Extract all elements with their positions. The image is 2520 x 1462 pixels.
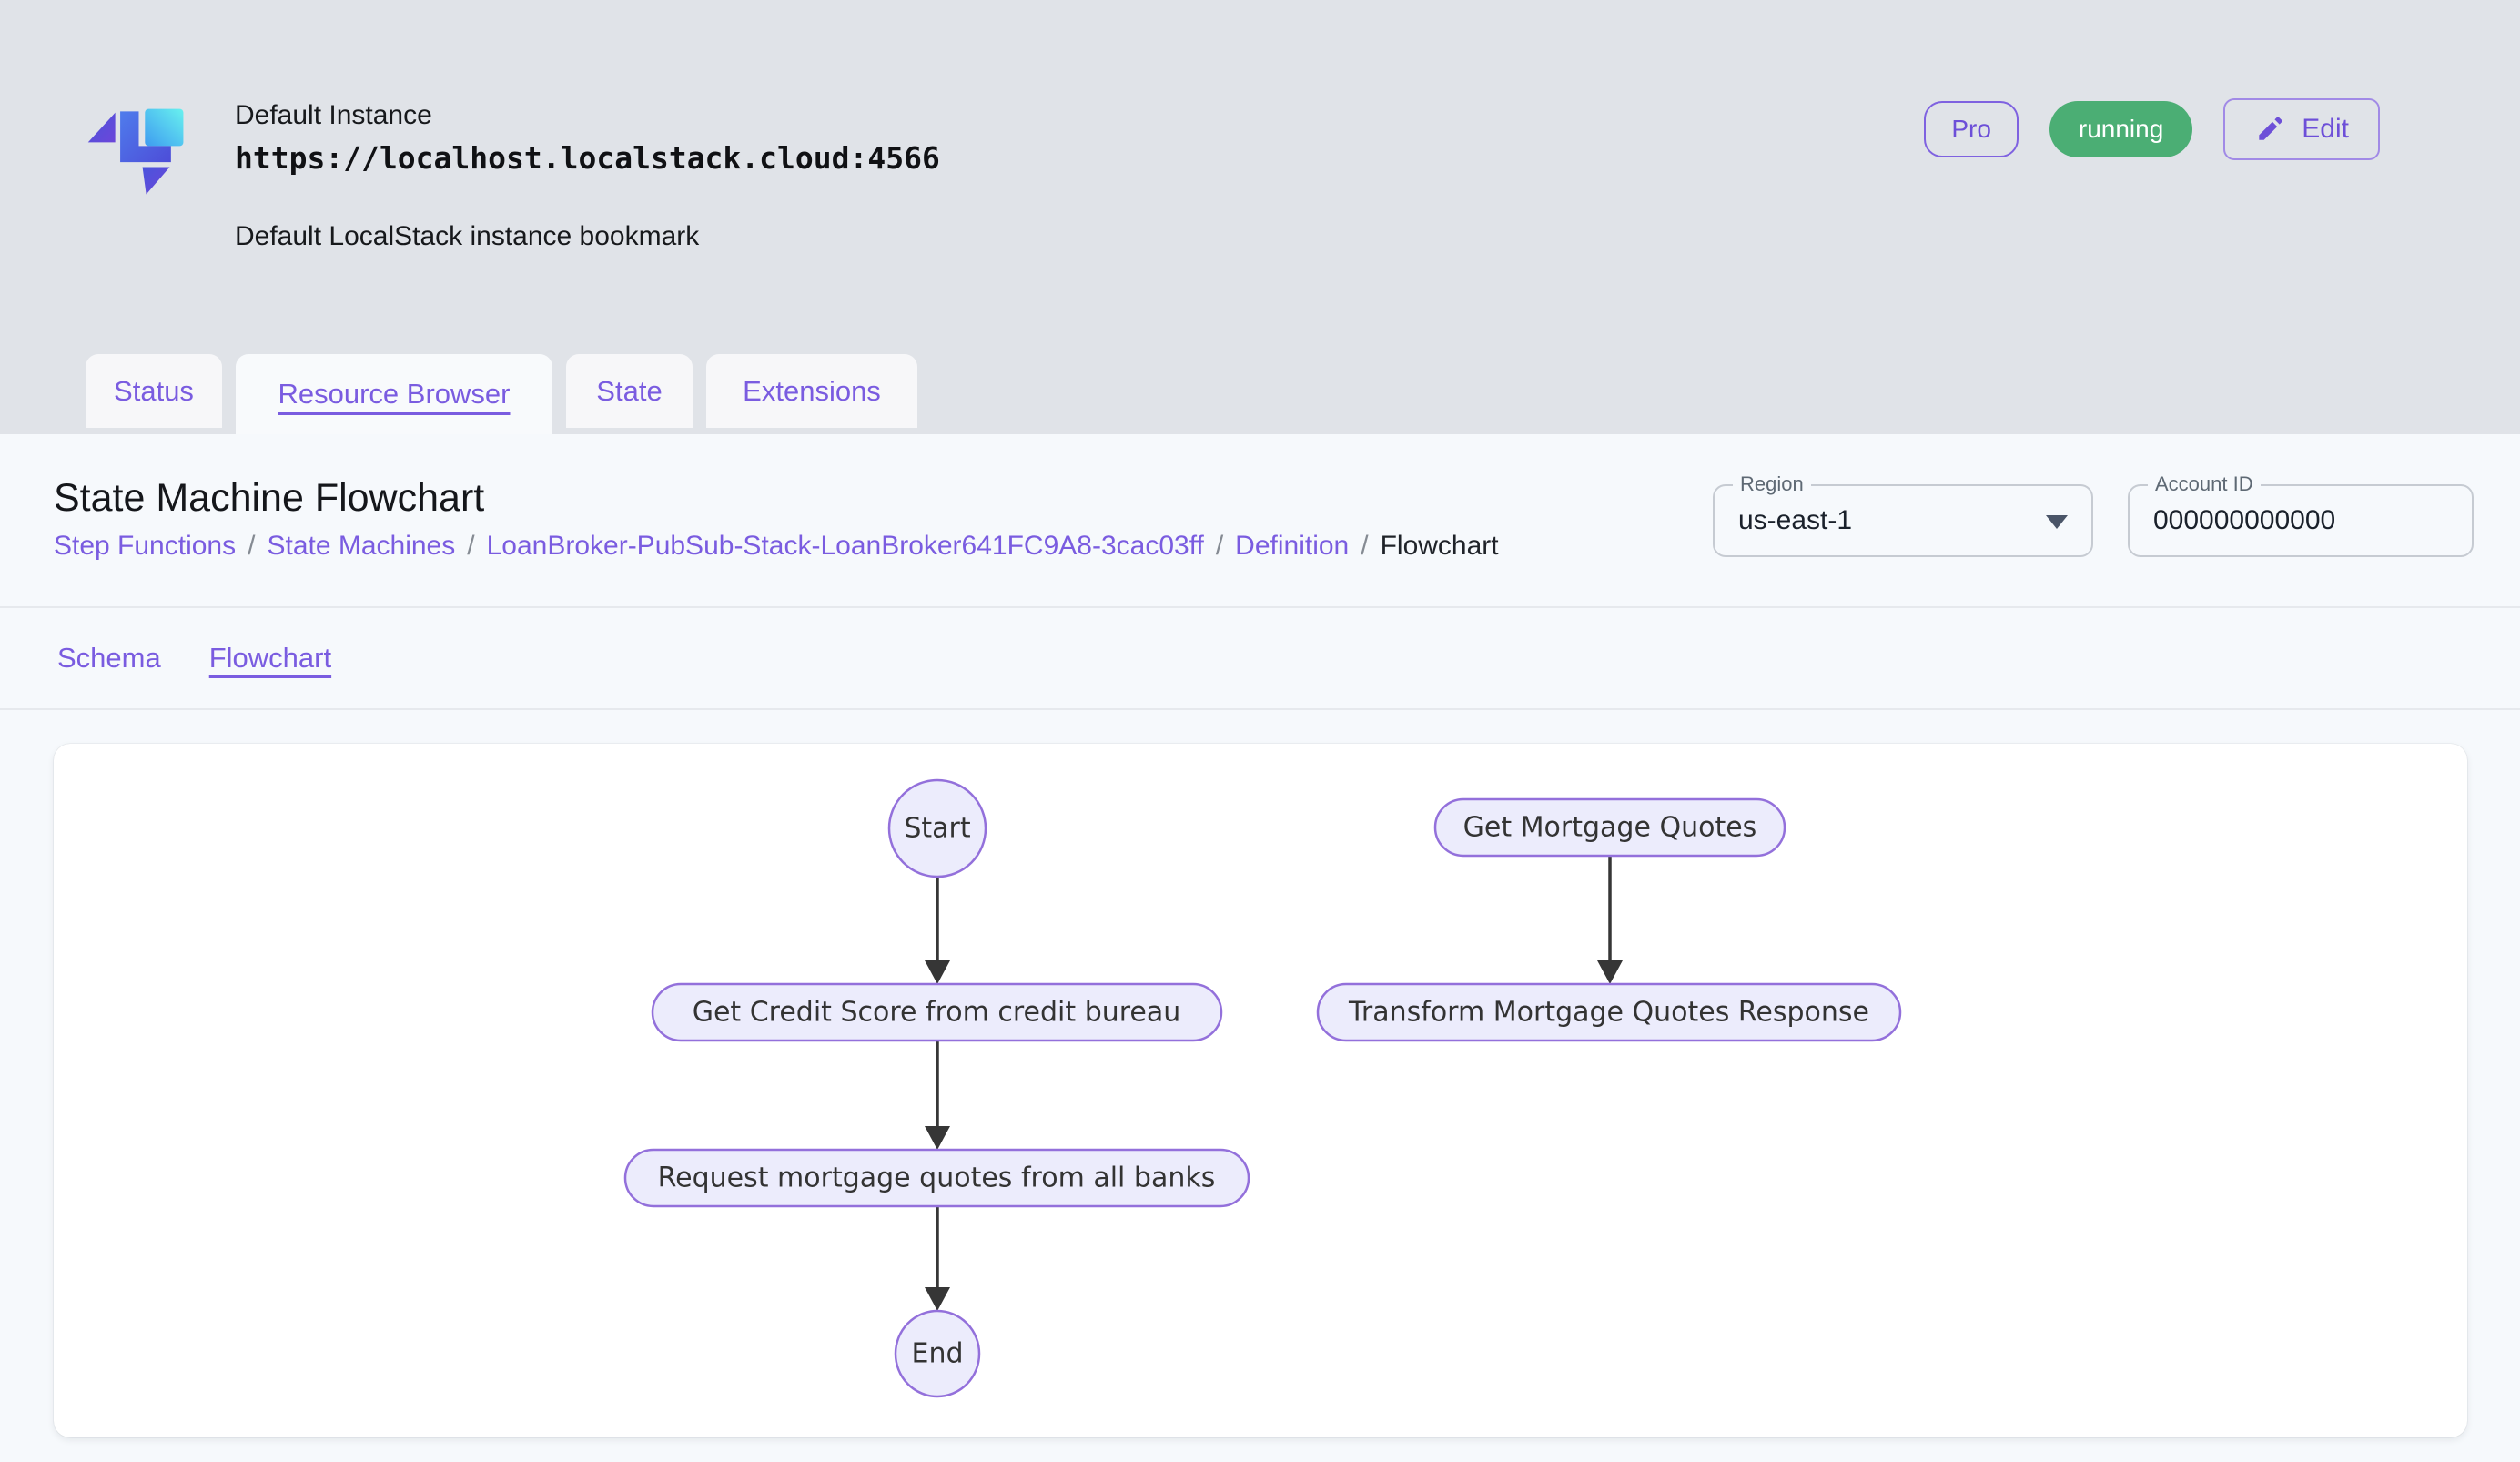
chevron-down-icon	[2046, 515, 2068, 529]
breadcrumb-separator: /	[248, 531, 256, 561]
edit-button[interactable]: Edit	[2223, 98, 2380, 160]
definition-subtabs: Schema Flowchart	[57, 636, 331, 680]
account-id-label: Account ID	[2148, 472, 2261, 496]
instance-info: Default Instance https://localhost.local…	[235, 100, 940, 252]
instance-name: Default Instance	[235, 100, 432, 130]
divider	[0, 708, 2520, 710]
subtab-flowchart[interactable]: Flowchart	[208, 642, 332, 674]
breadcrumb-state-machine-name[interactable]: LoanBroker-PubSub-Stack-LoanBroker641FC9…	[486, 531, 1204, 561]
status-badge: running	[2049, 101, 2193, 157]
tab-state[interactable]: State	[566, 354, 693, 428]
flow-node-start: Start	[887, 778, 987, 878]
edge-request-quotes-to-end	[925, 1206, 950, 1311]
breadcrumb-step-functions[interactable]: Step Functions	[54, 531, 237, 561]
tab-resource-browser[interactable]: Resource Browser	[236, 354, 552, 434]
page-title: State Machine Flowchart	[54, 476, 485, 520]
svg-text:Get Credit Score from credit b: Get Credit Score from credit bureau	[693, 997, 1181, 1029]
instance-description: Default LocalStack instance bookmark	[235, 221, 700, 251]
breadcrumb: Step Functions / State Machines / LoanBr…	[54, 531, 1499, 562]
svg-text:Start: Start	[904, 813, 971, 845]
breadcrumb-definition[interactable]: Definition	[1235, 531, 1350, 561]
breadcrumb-flowchart: Flowchart	[1380, 531, 1499, 561]
svg-text:Get Mortgage Quotes: Get Mortgage Quotes	[1463, 812, 1757, 844]
localstack-logo	[87, 108, 184, 195]
divider	[0, 606, 2520, 608]
context-fields: Region us-east-1 Account ID	[1713, 472, 2474, 557]
flow-node-request-quotes: Request mortgage quotes from all banks	[623, 1148, 1250, 1208]
flow-node-get-credit-score: Get Credit Score from credit bureau	[651, 982, 1223, 1042]
subtab-schema[interactable]: Schema	[57, 642, 161, 674]
flow-node-get-mortgage-quotes: Get Mortgage Quotes	[1433, 797, 1786, 858]
state-machine-flowchart: Start Get Credit Score from credit burea…	[623, 778, 1902, 1398]
breadcrumb-state-machines[interactable]: State Machines	[267, 531, 456, 561]
tab-status[interactable]: Status	[86, 354, 222, 428]
region-select[interactable]: Region us-east-1	[1713, 472, 2093, 557]
svg-text:Request mortgage quotes from a: Request mortgage quotes from all banks	[658, 1162, 1216, 1194]
flowchart-card: Start Get Credit Score from credit burea…	[54, 744, 2467, 1437]
breadcrumb-separator: /	[1215, 531, 1224, 561]
resource-browser-panel: State Machine Flowchart Step Functions /…	[0, 434, 2520, 1462]
account-id-input[interactable]	[2130, 486, 2472, 555]
edge-get-credit-score-to-request-quotes	[925, 1041, 950, 1150]
flow-node-end: End	[894, 1309, 981, 1398]
pencil-icon	[2259, 117, 2282, 140]
header-actions: Pro running Edit	[1924, 98, 2380, 160]
edit-button-label: Edit	[2302, 114, 2349, 144]
edge-get-mortgage-quotes-to-transform-response	[1597, 856, 1623, 984]
region-value: us-east-1	[1738, 505, 1853, 535]
pro-badge: Pro	[1924, 101, 2019, 157]
breadcrumb-separator: /	[1361, 531, 1369, 561]
edge-start-to-get-credit-score	[925, 877, 950, 984]
account-id-field: Account ID	[2128, 472, 2474, 557]
instance-url: https://localhost.localstack.cloud:4566	[235, 140, 940, 176]
tab-extensions[interactable]: Extensions	[706, 354, 917, 428]
region-label: Region	[1733, 472, 1811, 496]
breadcrumb-separator: /	[467, 531, 475, 561]
svg-text:Transform Mortgage Quotes Resp: Transform Mortgage Quotes Response	[1348, 997, 1869, 1029]
svg-text:End: End	[911, 1338, 963, 1370]
main-tabs: Status Resource Browser State Extensions	[86, 354, 917, 434]
flow-node-transform-response: Transform Mortgage Quotes Response	[1316, 982, 1902, 1042]
